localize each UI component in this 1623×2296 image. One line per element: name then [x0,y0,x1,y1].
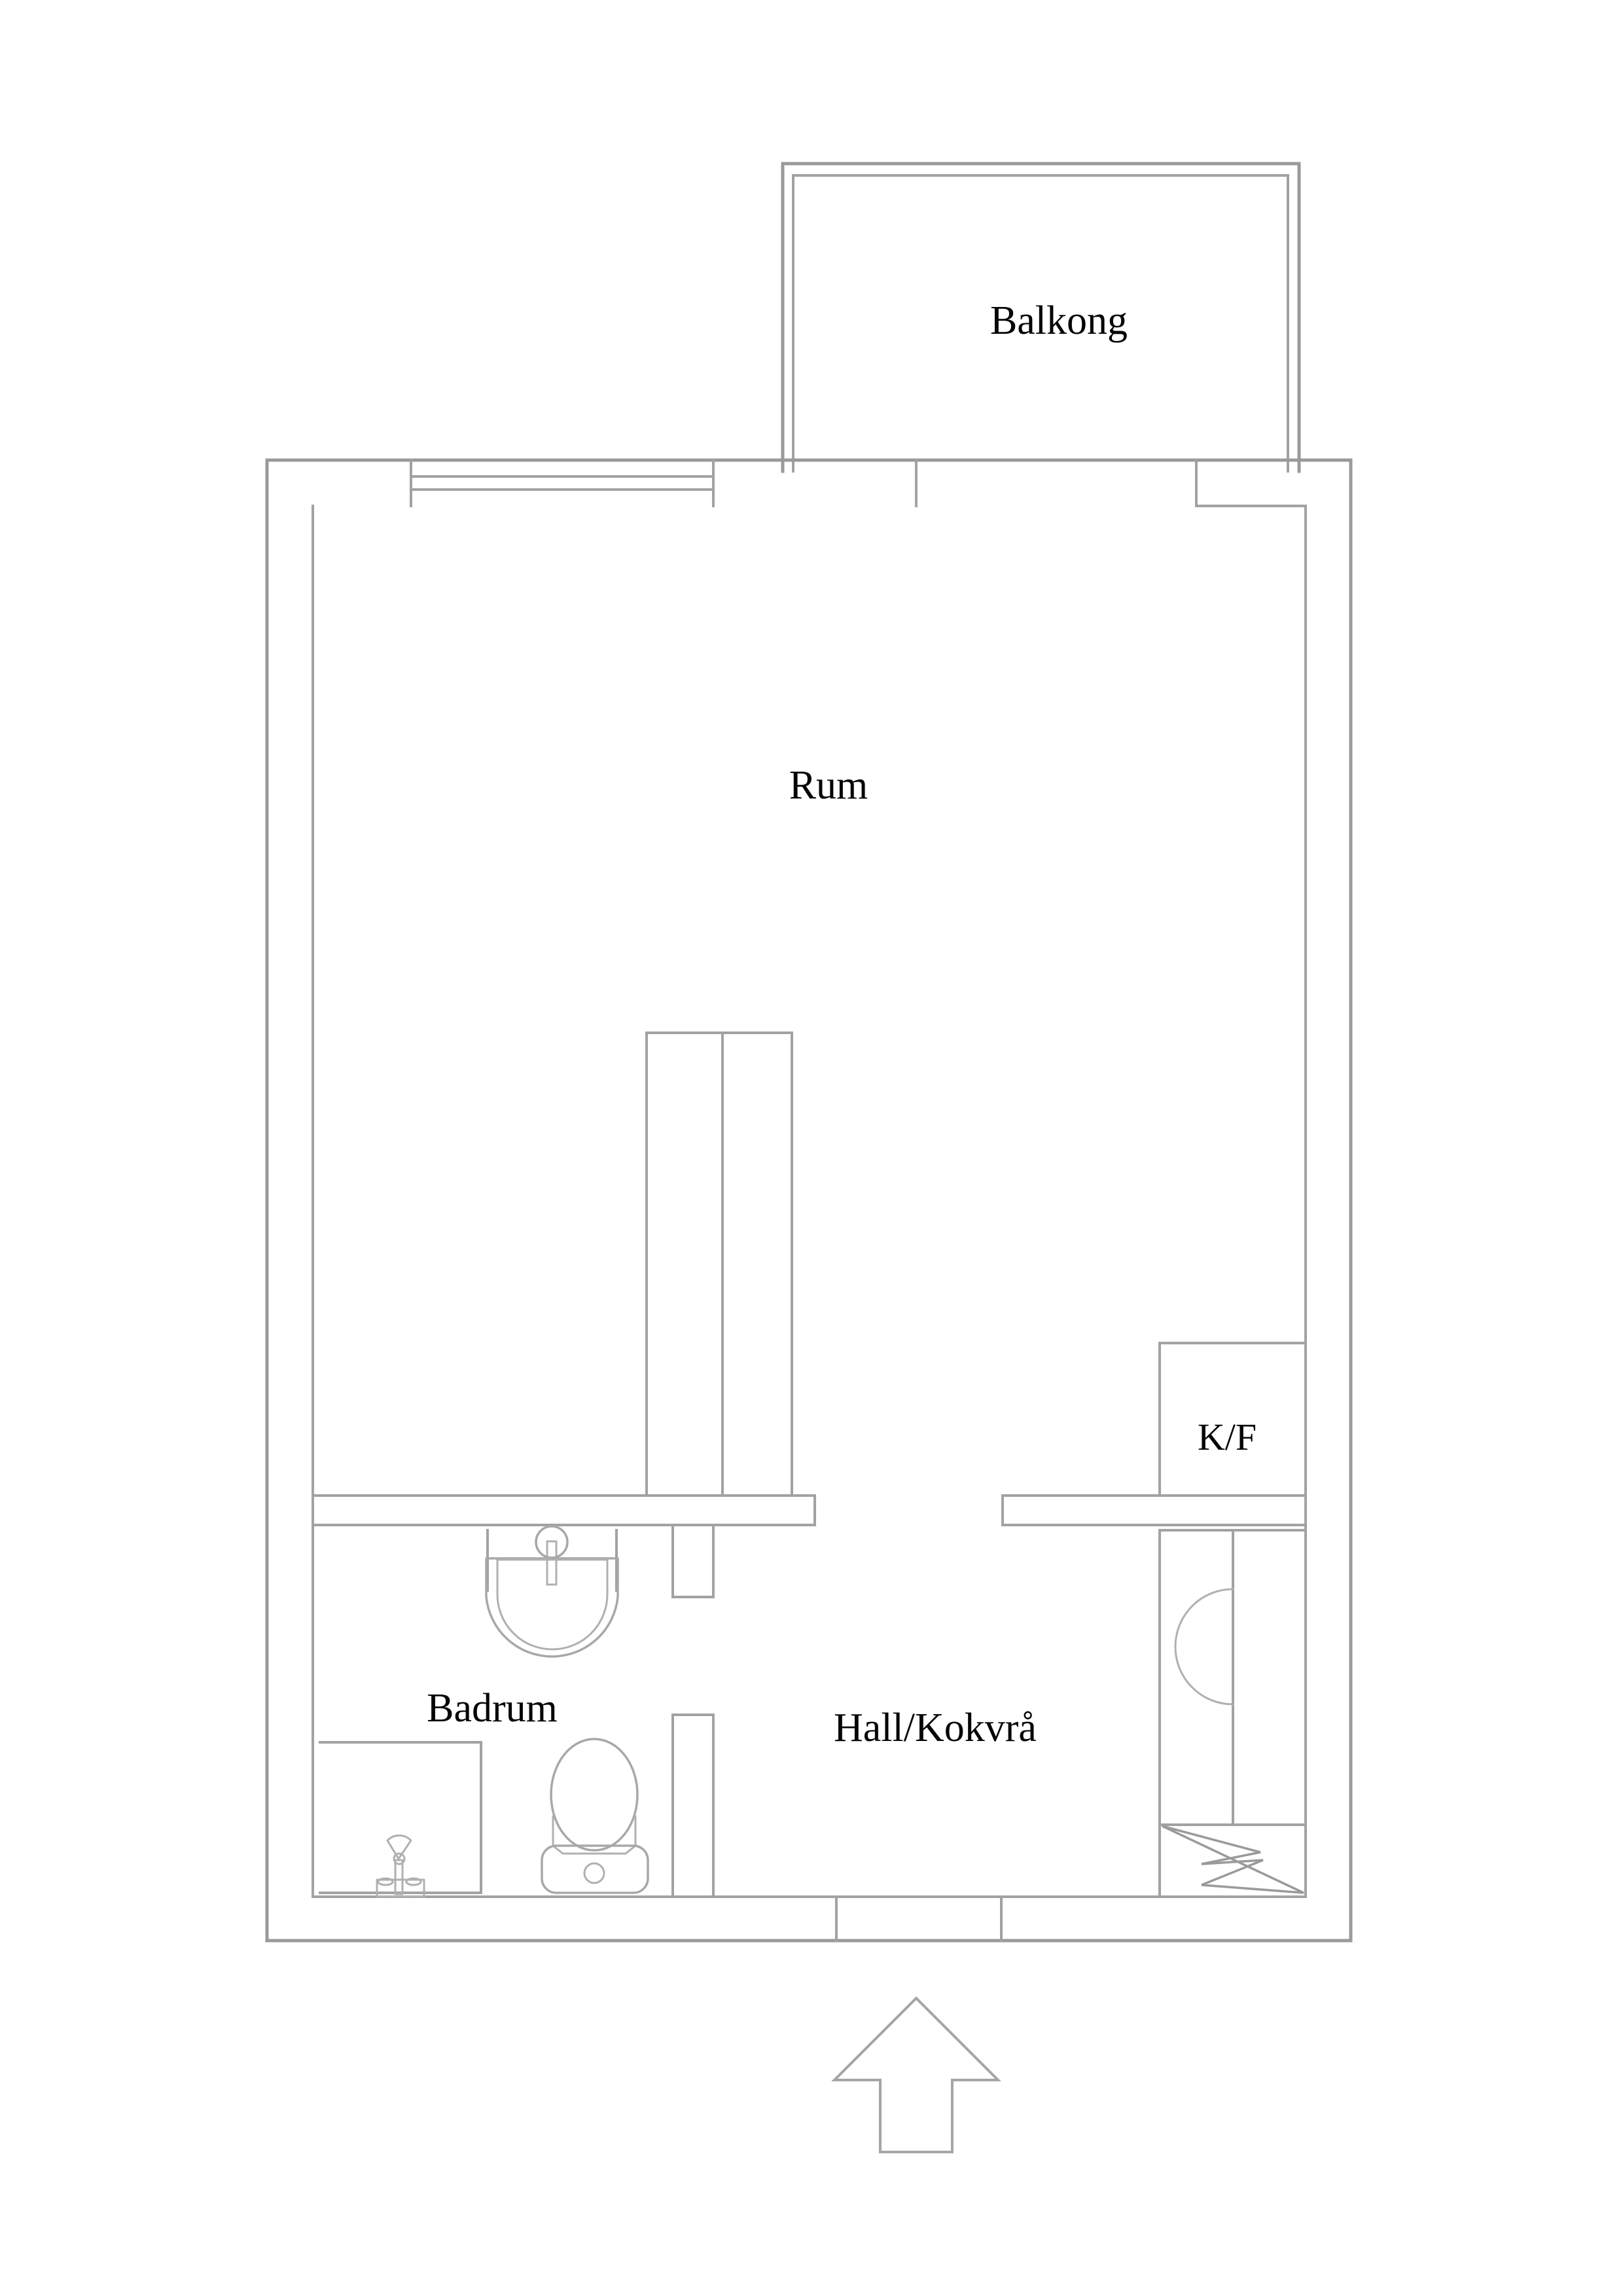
room-balkong[interactable] [781,162,1301,473]
fixture-shower[interactable] [319,1741,482,1898]
shower-head-collar [393,1852,406,1865]
toilet-cistern [541,1844,649,1894]
label-hall-kokvra: Hall/Kokvrå [834,1706,1037,1750]
shower-mixer-base [376,1878,425,1898]
internal-walls [312,1494,1307,1942]
shower-riser-pipe [394,1859,404,1895]
wall-rum-bottom-left [312,1494,816,1526]
balcony-outer-wall [781,162,1301,473]
label-badrum: Badrum [427,1686,558,1731]
shower-head [386,1834,412,1860]
kitchen-unit-outline [1158,1529,1307,1898]
electrical-panel-symbol [1162,1825,1304,1894]
room-kf[interactable] [1158,1342,1307,1497]
door-swing-arc [1174,1588,1234,1706]
fixture-wardrobe[interactable] [645,1031,793,1497]
label-rum: Rum [789,763,868,808]
sink-basin-inner [496,1558,609,1651]
wall-hall-door-jamb [671,1524,715,1598]
apartment-outer-walls [265,458,1353,1943]
sink-faucet-spout [546,1540,558,1586]
sink-faucet-handle [535,1525,569,1559]
toilet-seat [550,1738,639,1852]
label-balkong: Balkong [990,298,1128,343]
room-badrum[interactable] [312,1524,674,1898]
shower-knob-left [377,1877,394,1886]
entrance-arrow-outline [831,1996,1001,2153]
kf-niche-outline [1158,1342,1307,1497]
fixture-toilet[interactable] [541,1738,649,1894]
outer-boundary [265,458,1353,1943]
top-wall-openings [410,459,1307,507]
fixture-sink[interactable] [485,1525,619,1658]
toilet-pedestal [552,1815,637,1855]
shower-enclosure [319,1741,482,1894]
fixture-kitchen-unit[interactable] [1158,1529,1307,1898]
label-kf: K/F [1198,1416,1257,1458]
entrance-arrow-icon [831,1996,1001,2153]
wall-jog-top-right [1195,459,1307,507]
balcony-inner-wall [792,174,1289,473]
sink-basin-outer [485,1557,619,1658]
room-labels: Balkong Rum Badrum Hall/Kokvrå K/F [427,298,1257,1750]
shower-knob-right [405,1877,422,1886]
wardrobe-outline [645,1031,793,1497]
lightning-bolt-icon [1162,1825,1304,1894]
toilet-flush-button [583,1862,605,1884]
